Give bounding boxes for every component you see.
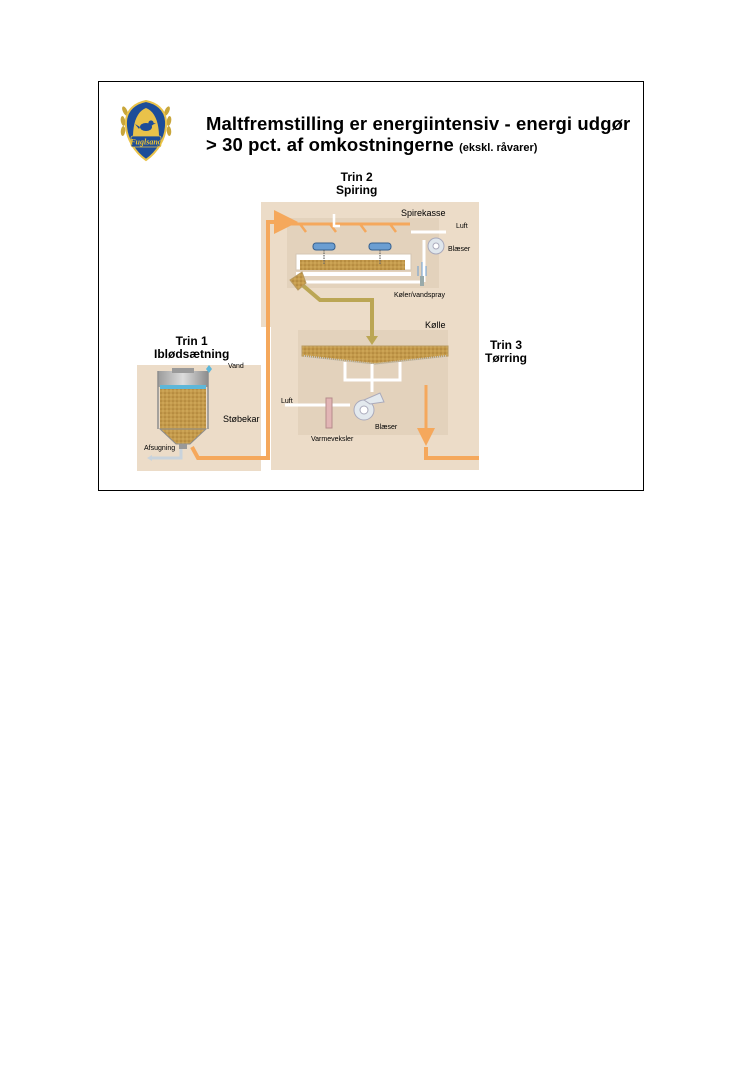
title-main: Maltfremstilling er energiintensiv - ene…	[206, 113, 631, 155]
step-trin2: Trin 2 Spiring	[336, 171, 377, 197]
label-afsugning: Afsugning	[144, 445, 176, 452]
trin1-number: Trin 1	[175, 334, 208, 348]
trin3-number: Trin 3	[489, 338, 522, 352]
afsugning-pipe	[150, 449, 183, 460]
label-vand: Vand	[228, 363, 244, 370]
stobekar-tank	[157, 368, 209, 449]
trin2-number: Trin 2	[340, 170, 373, 184]
label-stobekar: Støbekar	[223, 414, 260, 424]
flow-spiring-to-kolle	[298, 281, 374, 338]
title-note: (ekskl. råvarer)	[459, 142, 538, 154]
trin2-name: Spiring	[336, 183, 378, 197]
label-blaeser-bottom: Blæser	[375, 424, 398, 431]
wheat-icon	[120, 106, 172, 136]
label-kolle: Kølle	[425, 320, 446, 330]
label-blaeser-top: Blæser	[448, 246, 471, 253]
varmeveksler-icon	[325, 397, 333, 429]
flow-trin1-to-trin2	[190, 210, 298, 460]
trin3-name: Tørring	[485, 351, 527, 365]
turner-1	[312, 242, 336, 251]
label-luft-bottom: Luft	[281, 398, 293, 405]
turner-2	[368, 242, 392, 251]
trin1-name: Iblødsætning	[154, 347, 230, 361]
label-luft-top: Luft	[456, 223, 468, 230]
bird-icon	[135, 120, 156, 131]
koler-icon	[417, 262, 427, 276]
label-koler: Køler/vandspray	[394, 292, 445, 299]
logo-text: Fuglsang	[129, 138, 162, 147]
page-title: Maltfremstilling er energiintensiv - ene…	[206, 113, 642, 159]
vand-icon	[206, 365, 212, 373]
step-trin1: Trin 1 Iblødsætning	[154, 335, 229, 361]
label-varmeveksler: Varmeveksler	[311, 436, 354, 443]
fuglsang-logo: Fuglsang	[120, 99, 172, 162]
label-spirekasse: Spirekasse	[401, 208, 446, 218]
logo-arch	[133, 108, 159, 137]
step-trin3: Trin 3 Tørring	[485, 339, 527, 365]
